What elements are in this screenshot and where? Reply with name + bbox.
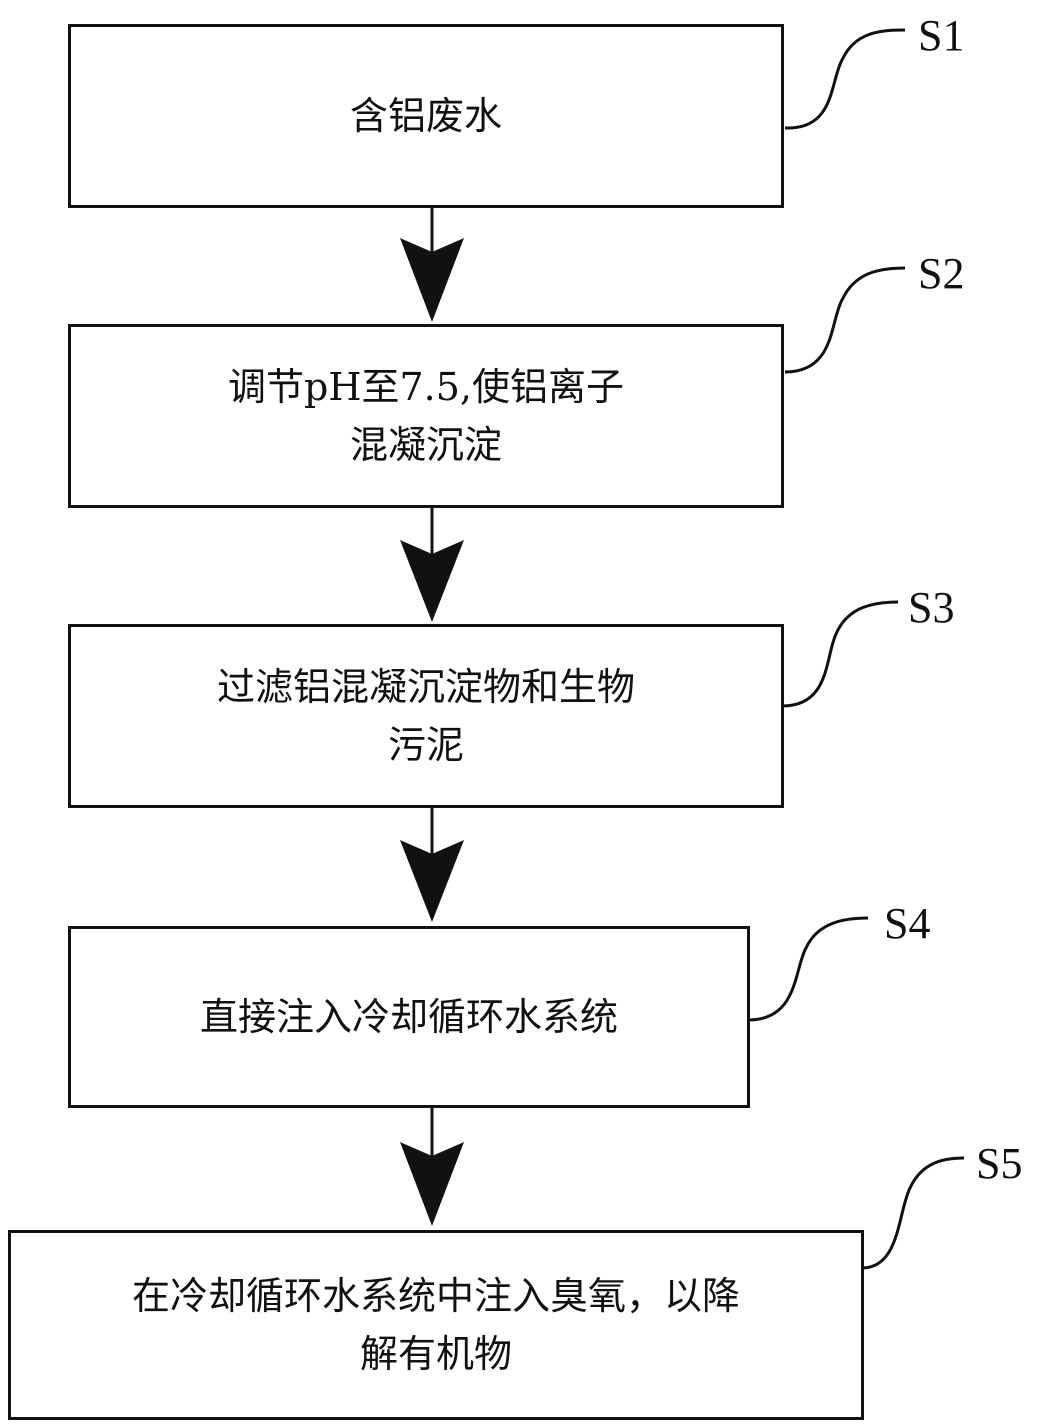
step-text-s2: 调节pH至7.5,使铝离子 混凝沉淀 (228, 365, 624, 467)
leader-s2 (784, 266, 906, 374)
step-label-s4: S4 (884, 899, 931, 948)
arrow-s3-s4 (400, 808, 464, 922)
step-box-s4: 直接注入冷却循环水系统 (68, 926, 750, 1108)
step-box-s2: 调节pH至7.5,使铝离子 混凝沉淀 (68, 324, 784, 508)
step-box-s1: 含铝废水 (68, 24, 784, 208)
arrow-s1-s2 (400, 208, 464, 322)
step-text-s3: 过滤铝混凝沉淀物和生物 污泥 (216, 665, 635, 767)
step-text-s5: 在冷却循环水系统中注入臭氧，以降 解有机物 (131, 1274, 740, 1376)
step-label-s5: S5 (976, 1139, 1023, 1188)
leader-s3 (781, 600, 899, 708)
leader-s5 (861, 1156, 965, 1270)
arrow-s4-s5 (400, 1108, 464, 1226)
step-label-s2: S2 (918, 249, 965, 298)
step-label-s3: S3 (908, 583, 955, 632)
step-box-s5: 在冷却循环水系统中注入臭氧，以降 解有机物 (8, 1230, 864, 1420)
leader-s1 (784, 28, 906, 130)
step-text-s1: 含铝废水 (349, 94, 502, 138)
step-text-s4: 直接注入冷却循环水系统 (199, 995, 618, 1039)
step-label-s1: S1 (918, 11, 965, 60)
arrow-s2-s3 (400, 508, 464, 622)
step-box-s3: 过滤铝混凝沉淀物和生物 污泥 (68, 624, 784, 808)
leader-s4 (747, 916, 869, 1022)
